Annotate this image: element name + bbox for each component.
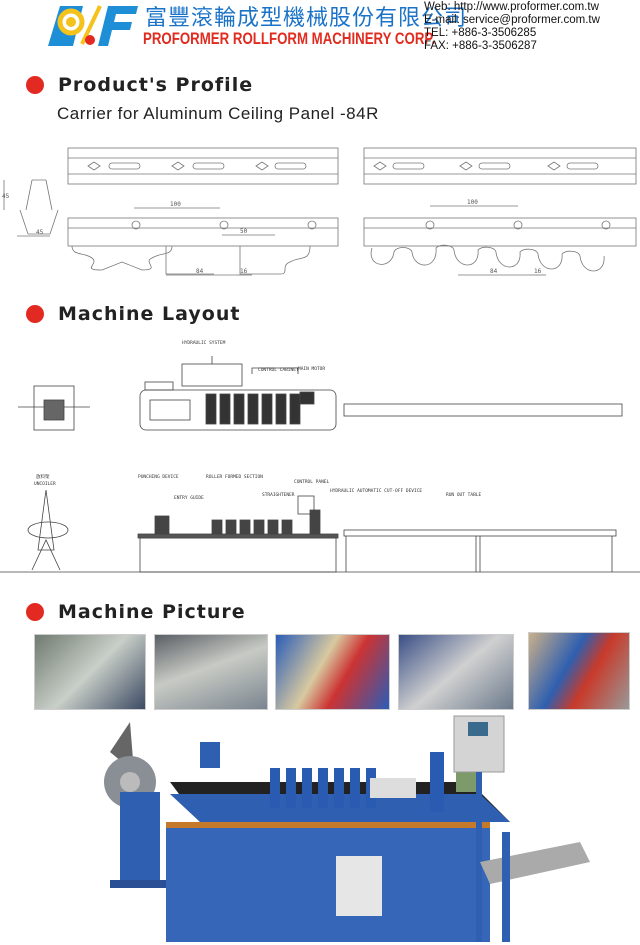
label-hydraulic: HYDRAULIC SYSTEM bbox=[182, 340, 226, 346]
label-control-panel: CONTROL PANEL bbox=[294, 479, 330, 485]
label-cutoff: HYDRAULIC AUTOMATIC CUT-OFF DEVICE bbox=[330, 488, 422, 494]
fax: FAX: +886-3-3506287 bbox=[424, 40, 537, 52]
front-view-left bbox=[67, 207, 339, 276]
label-entry-guide: ENTRY GUIDE bbox=[174, 495, 204, 501]
photo-machine-overview bbox=[104, 715, 590, 942]
label-control-cabinet: CONTROL CABINET bbox=[258, 367, 299, 373]
contact-info: Web: http://www.proformer.com.tw E-mail:… bbox=[424, 1, 600, 53]
photo-detail-2 bbox=[154, 634, 268, 710]
run-out-table-side bbox=[343, 529, 617, 572]
dim-84-right: 84 bbox=[490, 268, 498, 275]
cross-section bbox=[3, 179, 59, 237]
profile-drawing: 100 50 84 16 45 45 100 84 16 bbox=[2, 147, 637, 276]
plan-view bbox=[139, 356, 623, 431]
machine-side-view bbox=[0, 495, 640, 573]
section-title: Machine Layout bbox=[58, 303, 241, 325]
company-name-english: PROFORMER ROLLFORM MACHINERY CORP. bbox=[143, 29, 436, 48]
label-roller: ROLLER FORMED SECTION bbox=[206, 474, 263, 480]
dim-pitch-left: 100 bbox=[170, 201, 181, 208]
label-runout: RUN OUT TABLE bbox=[446, 492, 482, 498]
uncoiler-top-view bbox=[18, 385, 90, 431]
section-title: Machine Picture bbox=[58, 601, 246, 623]
company-logo bbox=[48, 5, 138, 46]
dim-16-right: 16 bbox=[534, 268, 542, 275]
bullet-icon bbox=[26, 76, 44, 94]
bullet-icon bbox=[26, 603, 44, 621]
section-machine-layout: Machine Layout bbox=[26, 303, 240, 325]
run-out-table-plan bbox=[343, 403, 623, 417]
label-main-motor: MAIN MOTOR bbox=[298, 366, 325, 372]
label-straightener: STRAIGHTENER bbox=[262, 492, 295, 498]
photo-detail-4 bbox=[398, 634, 514, 710]
website[interactable]: Web: http://www.proformer.com.tw bbox=[424, 1, 599, 13]
uncoiler-photo bbox=[104, 722, 170, 888]
label-uncoiler-cn: 放料架 bbox=[36, 473, 50, 480]
photo-detail-3 bbox=[275, 634, 390, 710]
top-view-right bbox=[363, 147, 637, 185]
product-subtitle: Carrier for Aluminum Ceiling Panel -84R bbox=[57, 104, 379, 123]
email[interactable]: E-mail: service@proformer.com.tw bbox=[424, 14, 600, 26]
front-view-right bbox=[363, 205, 637, 276]
telephone: TEL: +886-3-3506285 bbox=[424, 27, 537, 39]
machine-layout-drawing: HYDRAULIC SYSTEM CONTROL CABINET MAIN MO… bbox=[0, 340, 640, 573]
company-name-chinese: 富豐滾輪成型機械股份有限公司 bbox=[145, 6, 468, 31]
dim-pitch-right: 100 bbox=[467, 199, 478, 206]
section-machine-picture: Machine Picture bbox=[26, 601, 246, 623]
dim-width: 45 bbox=[36, 229, 44, 236]
section-title: Product's Profile bbox=[58, 74, 254, 96]
dim-84-left: 84 bbox=[196, 268, 204, 275]
label-punching: PUNCHING DEVICE bbox=[138, 474, 179, 480]
uncoiler-side-view bbox=[27, 489, 69, 571]
top-view-left bbox=[67, 147, 339, 185]
dim-50: 50 bbox=[240, 228, 248, 235]
dim-16-left: 16 bbox=[240, 268, 248, 275]
section-product-profile: Product's Profile bbox=[26, 74, 253, 96]
bullet-icon bbox=[26, 305, 44, 323]
photo-detail-1 bbox=[34, 634, 146, 710]
dim-height: 45 bbox=[2, 193, 10, 200]
label-uncoiler: UNCOILER bbox=[34, 481, 56, 487]
photo-detail-5 bbox=[528, 632, 630, 710]
